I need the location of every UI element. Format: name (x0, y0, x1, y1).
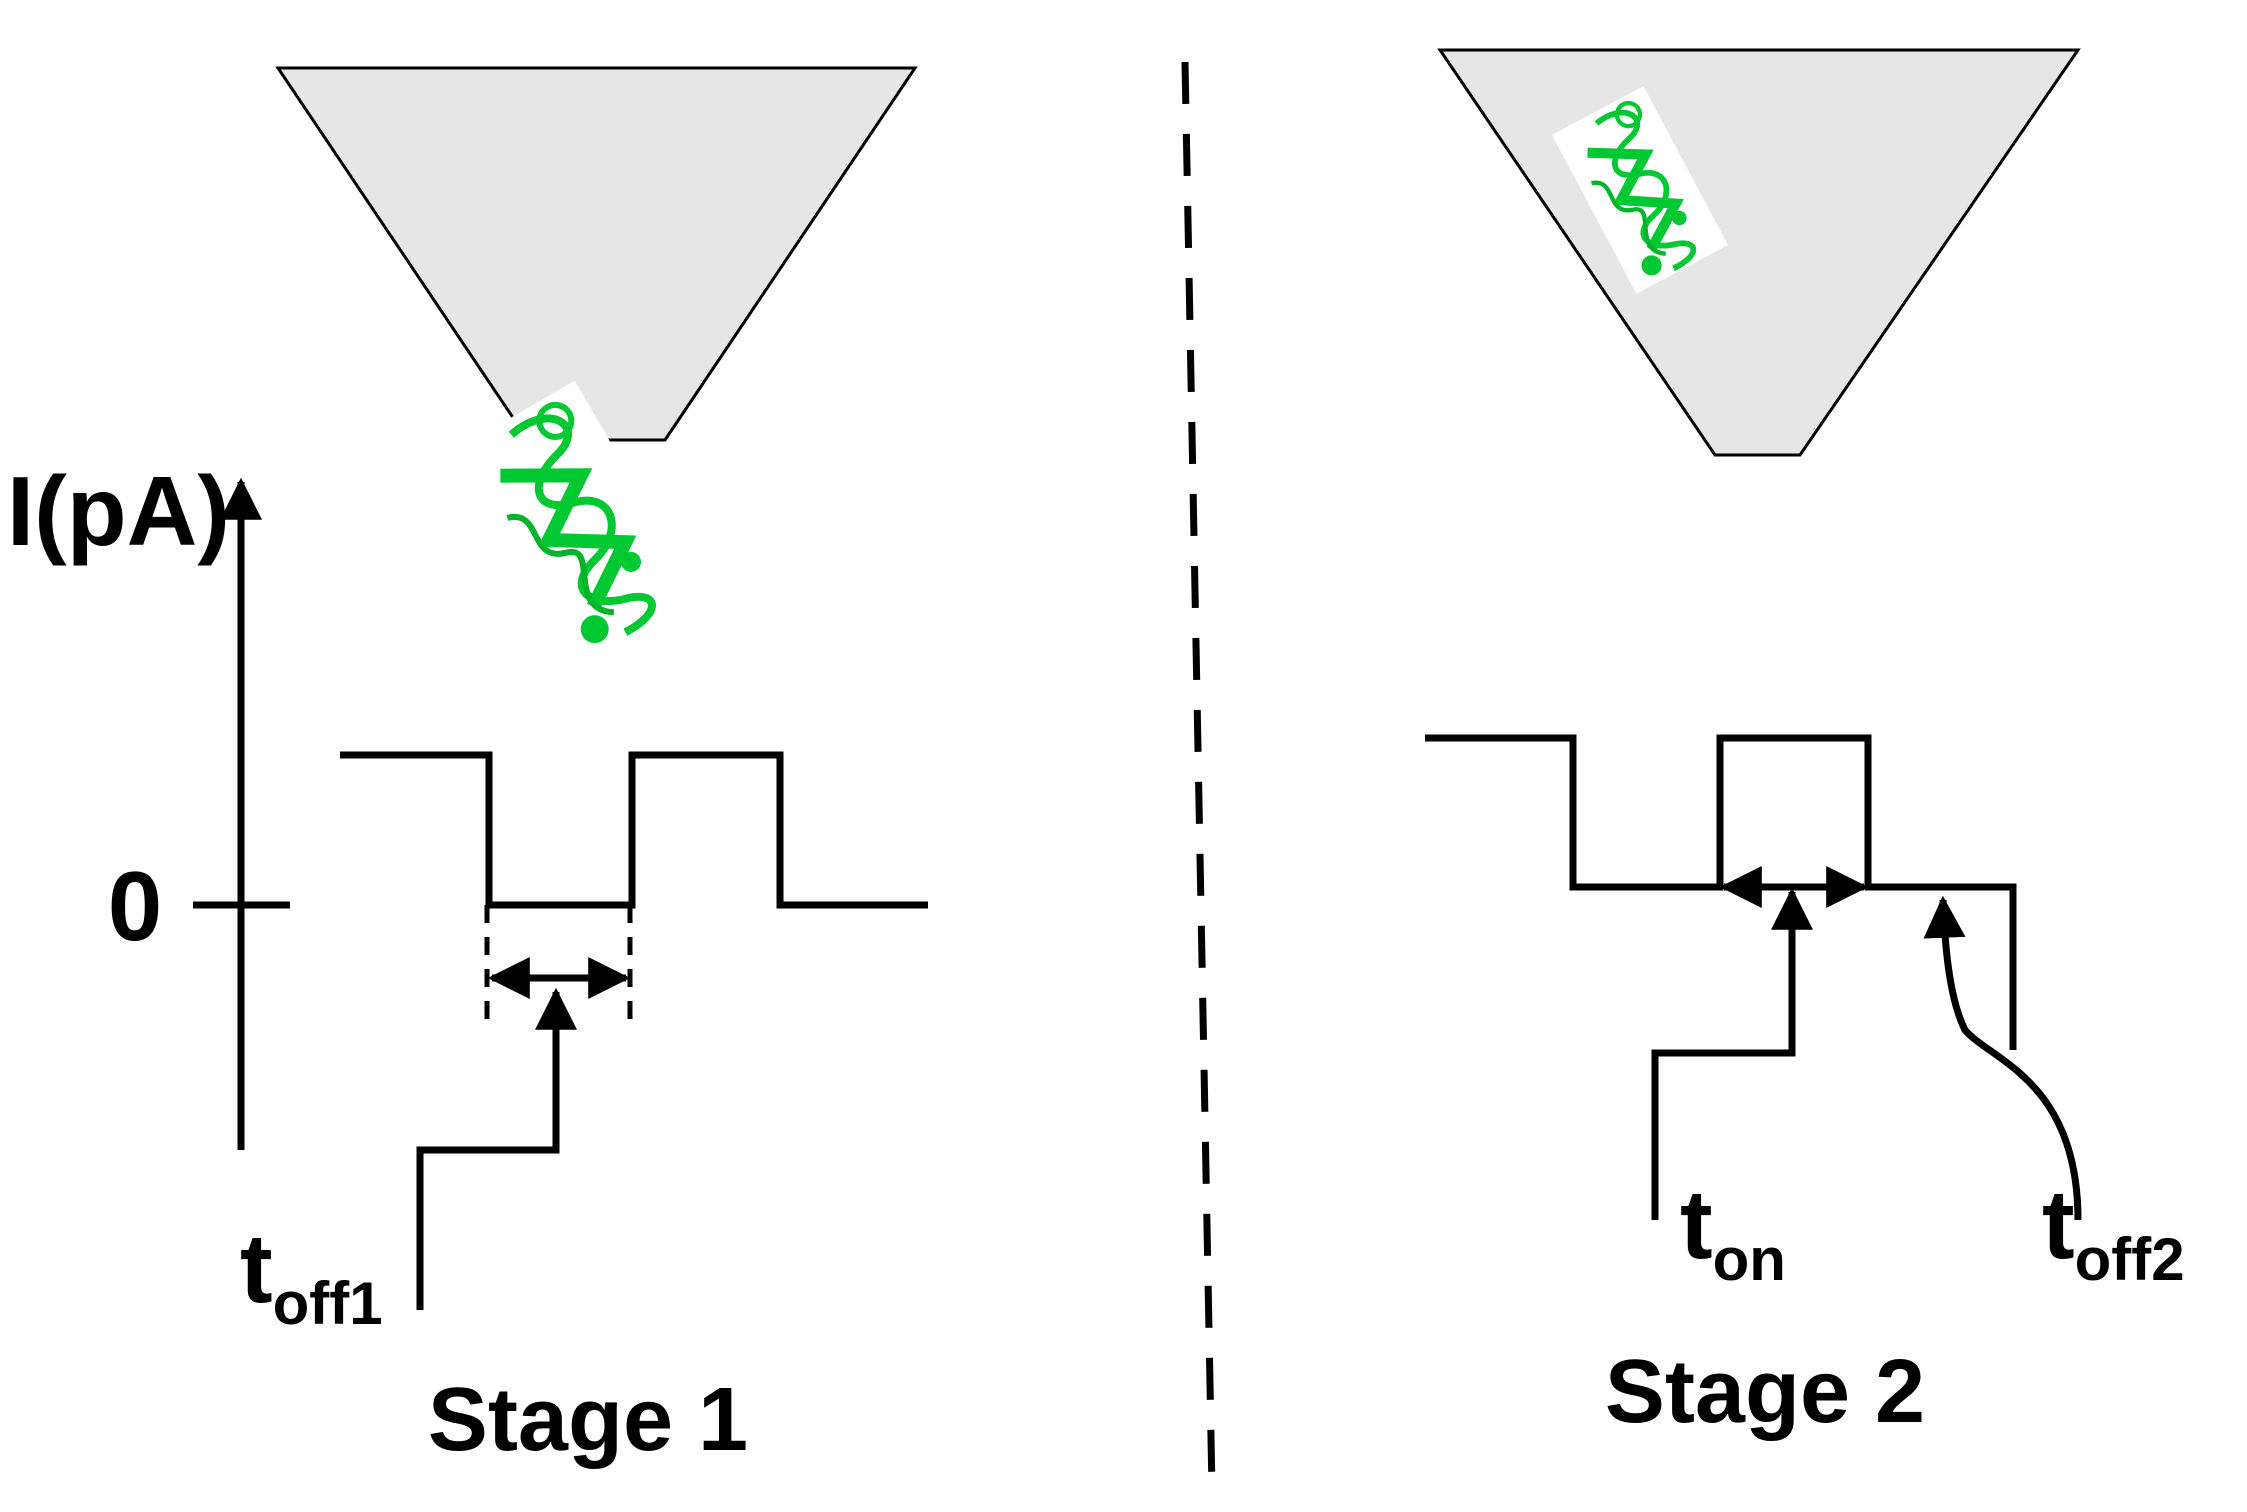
toff1-label: toff1 (240, 1213, 383, 1337)
toff1-leader-line (416, 987, 577, 1310)
protein-ribbon-icon (1551, 86, 1729, 294)
current-trace-stage2 (1425, 734, 2017, 1050)
protein-ribbon-icon (450, 380, 700, 670)
pore-opening-stage2 (1690, 457, 1830, 477)
pore-funnel-stage1 (275, 66, 918, 442)
stage2-title: Stage 2 (1605, 1342, 1925, 1442)
pore-funnel-stage2 (1437, 48, 2081, 457)
current-trace-stage1 (340, 751, 928, 909)
stage1-title: Stage 1 (428, 1370, 748, 1470)
stage-divider (1181, 61, 1216, 1491)
axis-label: I(pA) (7, 456, 230, 566)
ton-label: ton (1680, 1169, 1786, 1293)
zero-label: 0 (108, 851, 163, 961)
toff2-label: toff2 (2042, 1169, 2185, 1293)
ton-leader-line (1651, 887, 1813, 1220)
toff2-leader-line (1923, 895, 2082, 1221)
